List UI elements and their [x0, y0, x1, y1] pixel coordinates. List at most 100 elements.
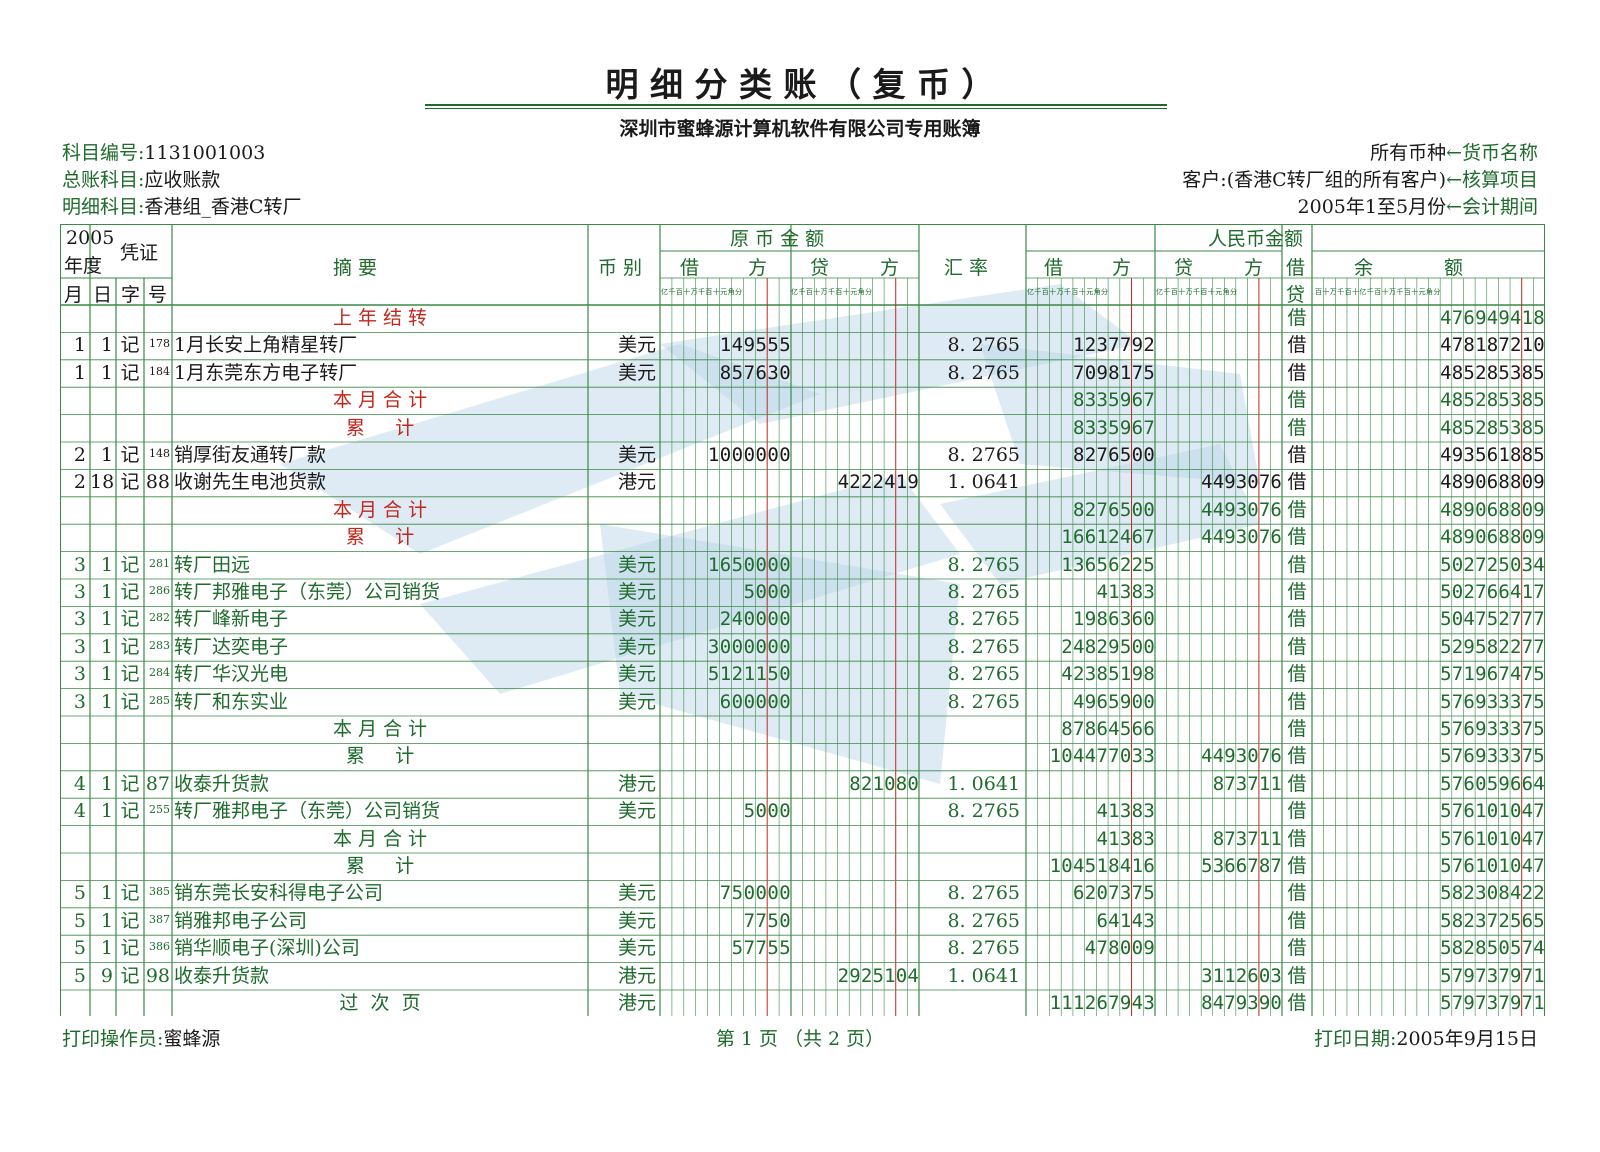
row-rate: 8. 2765 [947, 608, 1020, 631]
row-currency: 美元 [617, 361, 656, 384]
row-summary: 转厂雅邦电子（东莞）公司销货 [174, 800, 441, 823]
orig-debit-amount: 57755 [731, 937, 791, 960]
rmb-credit-amount: 4493076 [1201, 526, 1282, 549]
orig-debit-amount: 5121150 [707, 663, 791, 686]
row-voucher-no: 148 [149, 447, 170, 460]
row-currency: 港元 [617, 772, 656, 795]
row-summary: 转厂峰新电子 [174, 608, 289, 631]
rmb-debit-amount: 1237792 [1073, 334, 1155, 357]
row-summary: 1月东莞东方电子转厂 [174, 361, 358, 384]
dir-header: 借 [1286, 257, 1306, 279]
row-direction: 借 [1287, 635, 1307, 658]
row-currency: 美元 [617, 800, 656, 823]
row-voucher-type: 记 [120, 690, 140, 713]
row-voucher-type: 记 [120, 772, 140, 795]
rmb-debit-amount: 41383 [1096, 581, 1155, 603]
row-currency: 美元 [617, 909, 656, 932]
balance-amount: 489068809 [1440, 471, 1545, 494]
row-voucher-no: 285 [149, 693, 170, 707]
rmb-credit-amount: 5366787 [1201, 855, 1282, 877]
row-voucher-no: 283 [149, 638, 170, 652]
year-label: 年度 [64, 255, 103, 277]
orig-debit-amount: 5000 [743, 581, 791, 603]
row-month: 5 [73, 882, 86, 905]
orig-debit-amount: 240000 [719, 608, 791, 631]
row-voucher-no: 255 [149, 803, 170, 817]
row-summary: 转厂田远 [174, 553, 251, 576]
row-voucher-type: 记 [120, 581, 140, 603]
ledger-subtitle: 深圳市蜜蜂源计算机软件有限公司专用账簿 [619, 118, 981, 140]
row-month: 4 [73, 800, 86, 823]
row-summary: 转厂华汉光电 [174, 663, 289, 686]
row-currency: 港元 [617, 992, 656, 1014]
rmb-debit-amount: 1986360 [1073, 608, 1155, 631]
balance-amount: 576933375 [1440, 745, 1545, 768]
row-day: 9 [100, 964, 113, 987]
row-month: 2 [73, 471, 86, 494]
row-day: 1 [100, 909, 113, 932]
balance-amount: 576101047 [1440, 800, 1545, 823]
rmb-credit-amount: 4493076 [1201, 498, 1282, 521]
row-rate: 8. 2765 [947, 690, 1020, 713]
row-month: 3 [73, 635, 86, 658]
row-direction: 借 [1287, 964, 1307, 987]
ledger-table: 2005 年度 凭证 月 日 字 号 摘 要 币 别 原 币 金 额 借 方 贷… [60, 224, 1545, 1016]
row-voucher-type: 记 [120, 334, 140, 357]
watermark-shape [280, 344, 820, 554]
general-account: 总账科目:应收账款 [62, 169, 221, 191]
print-date: 打印日期:2005年9月15日 [1313, 1028, 1538, 1050]
rmb-debit-amount: 104477033 [1049, 745, 1155, 768]
row-direction: 借 [1287, 444, 1307, 466]
balance-amount: 576933375 [1440, 718, 1545, 740]
rmb-debit-amount: 41383 [1096, 827, 1155, 850]
row-direction: 借 [1287, 471, 1307, 494]
month-header: 月 [64, 284, 84, 306]
row-direction: 借 [1287, 608, 1307, 631]
rmb-credit-header-2: 方 [1244, 257, 1264, 279]
row-direction: 借 [1287, 307, 1307, 329]
row-rate: 8. 2765 [947, 581, 1020, 603]
watermark-shape [940, 444, 1260, 584]
rmb-debit-amount: 4965900 [1073, 690, 1155, 713]
customer-item: 客户:(香港C转厂组的所有客户)←核算项目 [1182, 169, 1538, 191]
row-direction: 借 [1287, 334, 1307, 357]
row-day: 1 [100, 663, 113, 686]
watermark-shape [660, 284, 1140, 424]
row-voucher-type: 记 [120, 663, 140, 686]
row-day: 1 [100, 581, 113, 603]
row-day: 1 [100, 553, 113, 576]
rate-header: 汇 率 [944, 257, 989, 279]
row-voucher-type: 记 [120, 608, 140, 631]
row-voucher-no: 284 [149, 666, 170, 680]
summary-header: 摘 要 [333, 257, 378, 279]
balance-amount: 582850574 [1440, 937, 1545, 960]
rmb-credit-amount: 873711 [1212, 772, 1282, 795]
row-day: 1 [100, 937, 113, 960]
rmb-debit-header-2: 方 [1112, 257, 1132, 279]
row-day: 1 [100, 361, 113, 384]
balance-amount: 576101047 [1440, 827, 1545, 850]
row-month: 3 [73, 690, 86, 713]
row-rate: 8. 2765 [947, 635, 1020, 658]
orig-debit-amount: 3000000 [707, 635, 791, 658]
row-summary: 上 年 结 转 [332, 307, 428, 329]
row-voucher-no: 87 [145, 772, 170, 795]
rmb-amount-header: 人民币金额 [1208, 228, 1304, 250]
row-day: 1 [100, 608, 113, 631]
row-direction: 借 [1287, 526, 1307, 549]
row-summary: 累 计 [345, 745, 415, 768]
balance-header-2: 额 [1444, 257, 1464, 279]
rmb-debit-amount: 8276500 [1073, 498, 1155, 521]
row-voucher-no: 281 [149, 556, 170, 570]
row-month: 1 [73, 334, 86, 357]
orig-debit-amount: 5000 [743, 800, 791, 823]
page-number: 第 1 页 （共 2 页） [715, 1028, 885, 1050]
